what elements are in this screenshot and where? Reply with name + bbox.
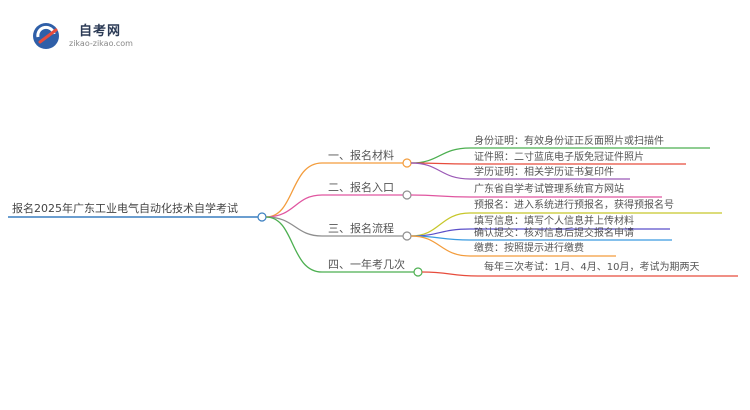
branch-1-node (402, 158, 412, 168)
branch-1-item-3: 学历证明：相关学历证书复印件 (474, 167, 614, 178)
root-topic: 报名2025年广东工业电气自动化技术自学考试 (12, 202, 238, 215)
logo-title: 自考网 (79, 24, 122, 39)
branch-3-node (402, 231, 412, 241)
branch-3-label: 三、报名流程 (328, 222, 394, 235)
branch-1-connector (265, 162, 323, 218)
branch-1-item-1: 身份证明：有效身份证正反面照片或扫描件 (474, 136, 664, 147)
branch-4-node (413, 267, 423, 277)
site-logo[interactable]: 自考网 zikao-zikao.com (30, 20, 180, 54)
branch-2-item-1: 广东省自学考试管理系统官方网站 (474, 184, 624, 195)
branch-4-label: 四、一年考几次 (328, 258, 405, 271)
root-node-dot (257, 212, 267, 222)
branch-1-item-2: 证件照：二寸蓝底电子版免冠证件照片 (474, 152, 644, 163)
branch-3-item-1: 预报名：进入系统进行预报名，获得预报名号 (474, 200, 674, 211)
branch-2-label: 二、报名入口 (328, 181, 394, 194)
branch-3-item-2: 填写信息：填写个人信息并上传材料 (474, 216, 634, 227)
branch-1-label: 一、报名材料 (328, 149, 394, 162)
branch-4-item-1: 每年三次考试：1月、4月、10月，考试为期两天 (484, 262, 700, 273)
branch-3-item-3: 确认提交：核对信息后提交报名申请 (474, 228, 634, 239)
branch-3-item-4: 缴费：按照提示进行缴费 (474, 243, 584, 254)
logo-url: zikao-zikao.com (69, 39, 133, 48)
branch-2-node (402, 190, 412, 200)
zikao-logo-icon (33, 23, 59, 49)
branch-3-connector (265, 216, 323, 237)
branch-4-connector (265, 216, 323, 273)
branch-2-connector (265, 194, 323, 218)
